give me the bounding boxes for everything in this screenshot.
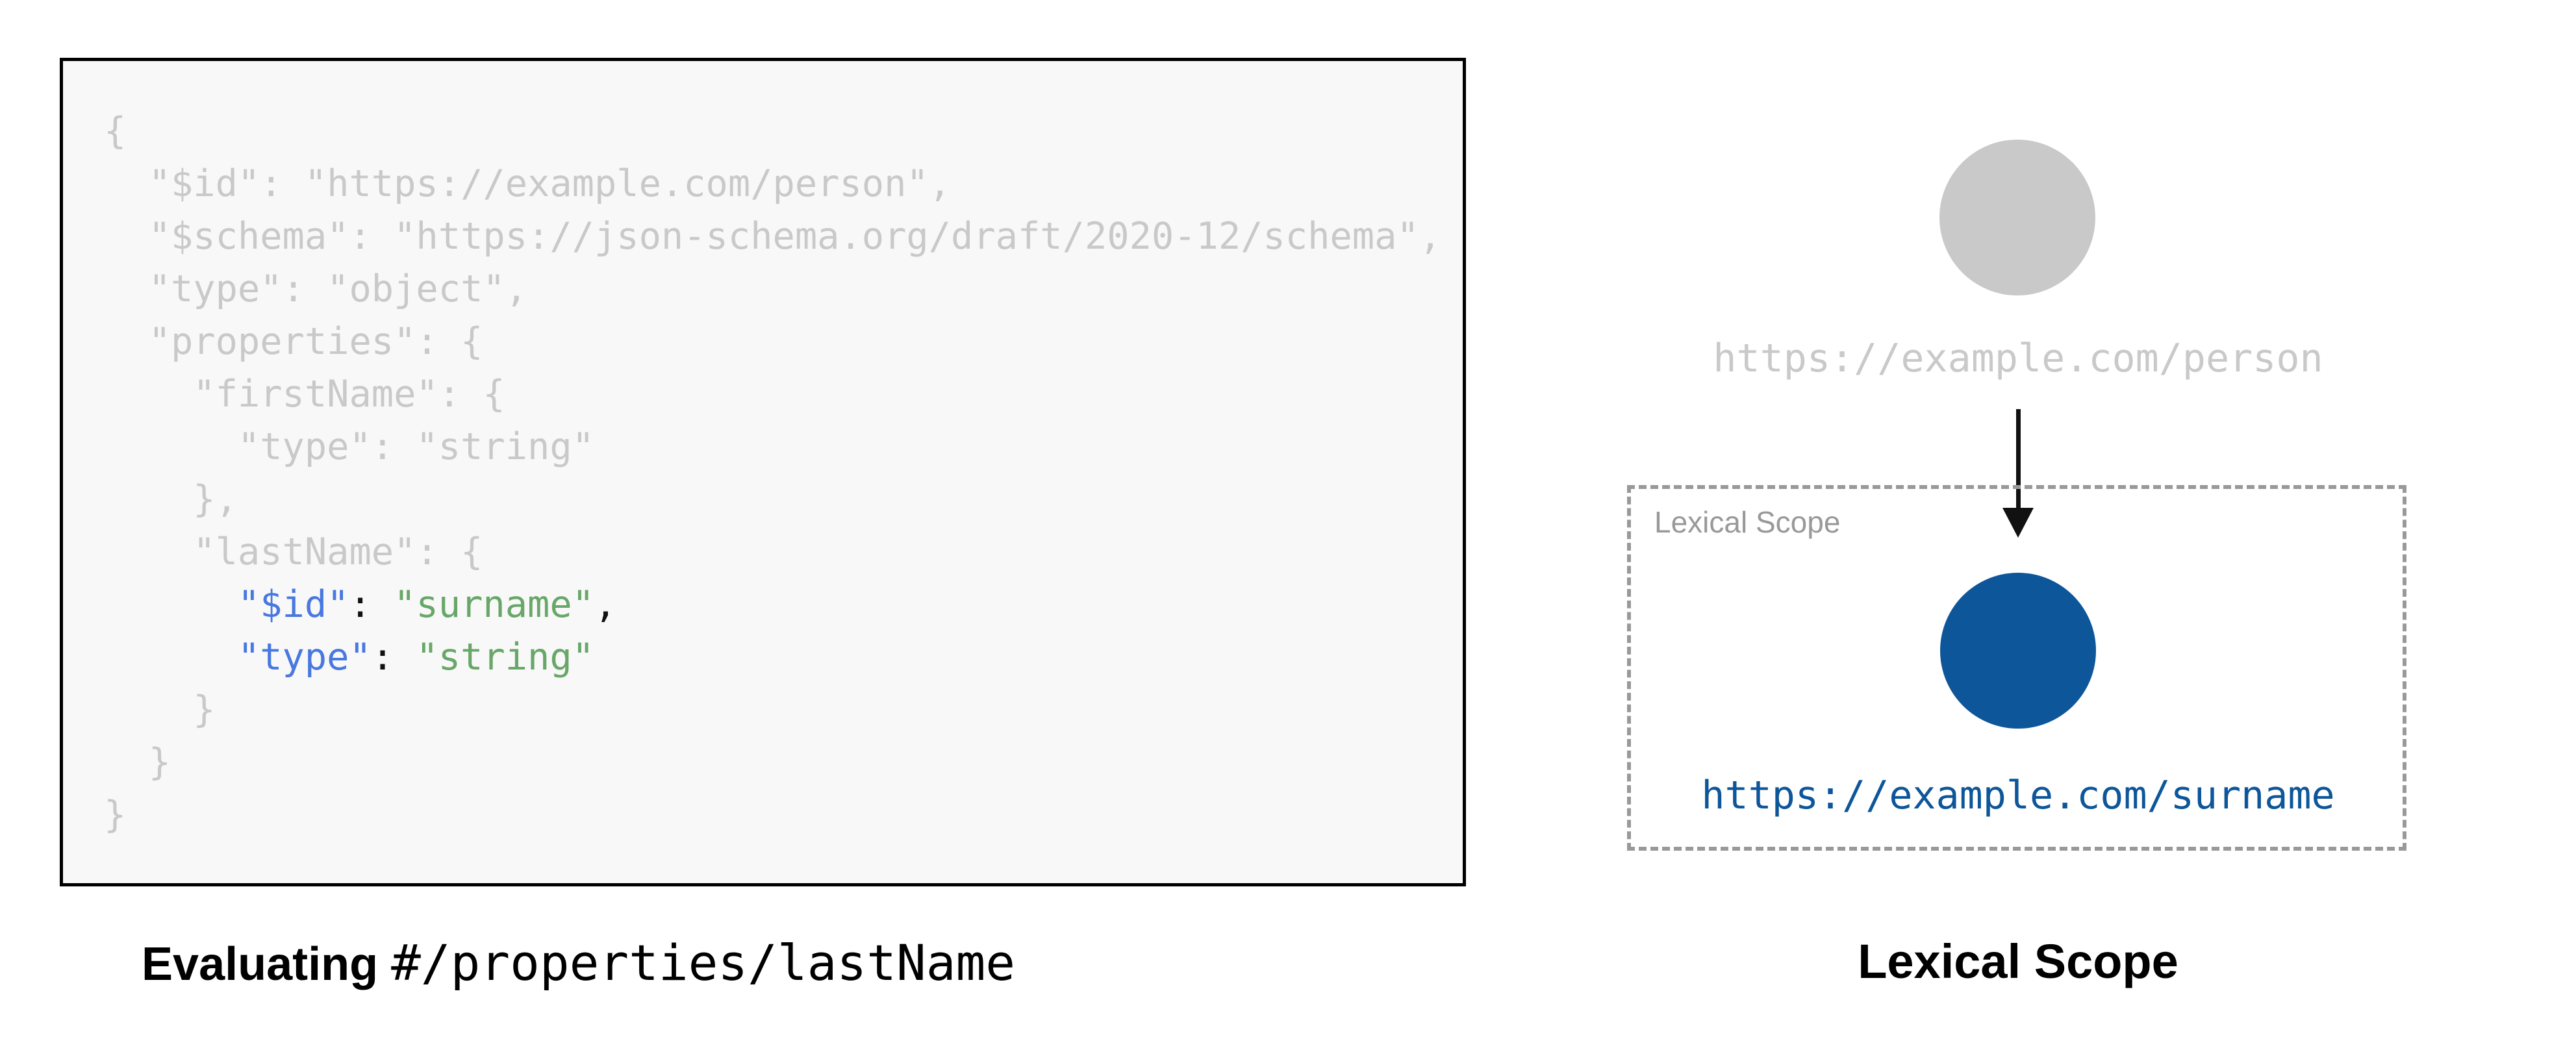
code-line: {	[104, 110, 127, 153]
parent-schema-node-circle	[1939, 140, 2095, 295]
left-caption: Evaluating #/properties/lastName	[142, 934, 1015, 992]
code-block: { "$id": "https://example.com/person", "…	[104, 105, 1441, 842]
code-line: "type": "object",	[104, 268, 528, 310]
code-line: "firstName": {	[104, 373, 505, 416]
code-line: "type": "string"	[237, 636, 594, 679]
code-line: "properties": {	[104, 320, 483, 363]
lexical-scope-box: Lexical Scope	[1627, 485, 2406, 851]
code-line: "$schema": "https://json-schema.org/draf…	[104, 215, 1442, 258]
code-line: "$id": "https://example.com/person",	[104, 162, 952, 205]
code-line: "$id": "surname",	[237, 583, 617, 626]
arrow-down-icon	[2002, 508, 2034, 538]
code-line: },	[104, 478, 238, 521]
lexical-scope-box-label: Lexical Scope	[1654, 505, 1841, 539]
code-line: }	[104, 794, 127, 836]
schema-code-panel: { "$id": "https://example.com/person", "…	[60, 58, 1466, 886]
right-caption: Lexical Scope	[1858, 934, 2178, 988]
code-line: "type": "string"	[104, 425, 594, 468]
left-caption-pointer: #/properties/lastName	[391, 934, 1015, 992]
code-line: }	[104, 741, 171, 784]
parent-schema-uri-label: https://example.com/person	[1713, 336, 2323, 381]
code-line: "lastName": {	[104, 531, 483, 573]
code-line: }	[104, 688, 216, 731]
child-schema-uri-label: https://example.com/surname	[1701, 773, 2335, 818]
arrow-line	[2016, 409, 2021, 508]
child-schema-node-circle	[1940, 573, 2096, 729]
left-caption-prefix: Evaluating	[142, 938, 392, 990]
